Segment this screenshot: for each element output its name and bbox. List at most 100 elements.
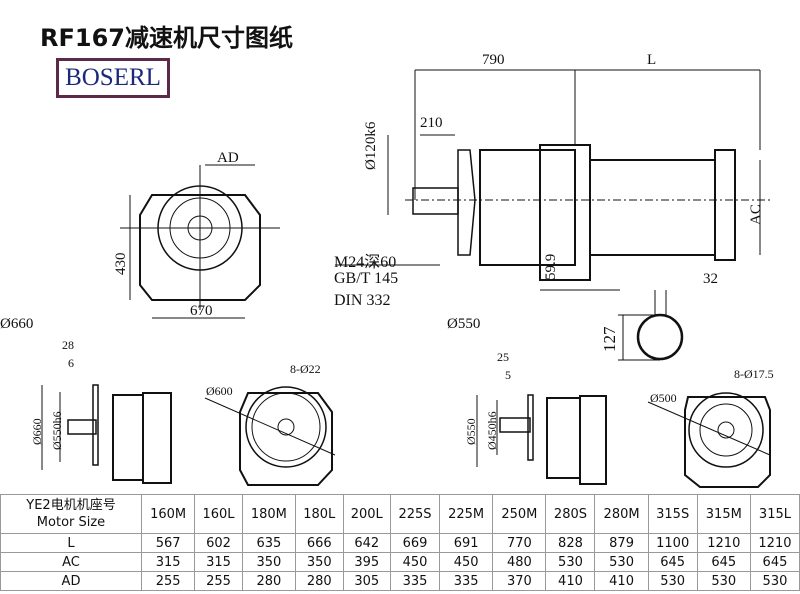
dim-L: L <box>647 52 657 68</box>
note-m24: M24深60 <box>334 254 397 271</box>
dim-25: 25 <box>497 350 509 364</box>
label-660: Ø660 <box>0 316 34 332</box>
value-cell: 1210 <box>749 533 800 553</box>
header-motor-size: YE2电机机座号 Motor Size <box>0 494 142 534</box>
size-cell: 315L <box>749 494 800 534</box>
value-cell: 315 <box>140 552 196 572</box>
size-cell: 315S <box>647 494 698 534</box>
dim-550h6: Ø550h6 <box>50 411 64 450</box>
shaft-key-section <box>618 290 684 361</box>
size-cell: 160L <box>194 494 243 534</box>
header-en: Motor Size <box>36 515 106 530</box>
value-cell: 642 <box>342 533 392 553</box>
dim-8-17-5: 8-Ø17.5 <box>734 367 774 381</box>
size-cell: 180M <box>241 494 296 534</box>
dim-8-22: 8-Ø22 <box>290 362 321 376</box>
side-view-main <box>335 69 770 291</box>
dim-660: Ø660 <box>30 418 44 445</box>
dim-500: Ø500 <box>650 391 677 405</box>
size-cell: 280M <box>594 494 649 534</box>
size-cell: 160M <box>140 494 196 534</box>
value-cell: 255 <box>140 571 196 591</box>
value-cell: 480 <box>492 552 547 572</box>
table-header-row: YE2电机机座号 Motor Size 160M 160L 180M 180L 2… <box>0 494 800 534</box>
value-cell: 335 <box>390 571 440 591</box>
value-cell: 645 <box>696 552 751 572</box>
row-label: AC <box>0 552 142 572</box>
dim-670: 670 <box>190 303 213 319</box>
value-cell: 602 <box>194 533 243 553</box>
value-cell: 530 <box>749 571 800 591</box>
flange-front-view-500 <box>647 392 771 488</box>
dim-59-9: 59.9 <box>543 253 559 280</box>
size-cell: 200L <box>342 494 392 534</box>
dim-550: Ø550 <box>464 418 478 445</box>
value-cell: 567 <box>140 533 196 553</box>
front-view-main <box>120 164 280 319</box>
size-cell: 225M <box>438 494 494 534</box>
value-cell: 280 <box>241 571 296 591</box>
dim-127: 127 <box>600 326 619 353</box>
value-cell: 1100 <box>647 533 698 553</box>
value-cell: 370 <box>492 571 547 591</box>
dim-5: 5 <box>505 368 511 382</box>
value-cell: 350 <box>241 552 296 572</box>
flange-front-view-600 <box>204 386 336 486</box>
note-din: DIN 332 <box>334 292 391 309</box>
value-cell: 1210 <box>696 533 751 553</box>
brand-logo: BOSERL <box>56 58 170 98</box>
value-cell: 280 <box>294 571 344 591</box>
value-cell: 255 <box>194 571 243 591</box>
value-cell: 691 <box>438 533 494 553</box>
size-cell: 280S <box>545 494 596 534</box>
row-label: L <box>0 533 142 553</box>
dim-AC: AC <box>748 204 764 225</box>
size-cell: 180L <box>294 494 344 534</box>
dim-shaft-dia: Ø120k6 <box>363 121 379 170</box>
dim-430: 430 <box>113 252 129 276</box>
value-cell: 335 <box>438 571 494 591</box>
value-cell: 879 <box>594 533 649 553</box>
page-title: RF167减速机尺寸图纸 <box>40 24 293 52</box>
dim-6: 6 <box>68 356 74 370</box>
value-cell: 645 <box>749 552 800 572</box>
flange-side-view-550 <box>476 394 607 485</box>
value-cell: 350 <box>294 552 344 572</box>
value-cell: 410 <box>594 571 649 591</box>
value-cell: 530 <box>647 571 698 591</box>
size-cell: 225S <box>390 494 440 534</box>
value-cell: 645 <box>647 552 698 572</box>
dim-28: 28 <box>62 338 74 352</box>
row-label: AD <box>0 571 142 591</box>
dim-32: 32 <box>703 271 718 287</box>
value-cell: 530 <box>696 571 751 591</box>
value-cell: 315 <box>194 552 243 572</box>
value-cell: 450 <box>390 552 440 572</box>
motor-size-table: YE2电机机座号 Motor Size 160M 160L 180M 180L 2… <box>0 494 800 591</box>
value-cell: 828 <box>545 533 596 553</box>
value-cell: 450 <box>438 552 494 572</box>
label-550: Ø550 <box>447 316 481 332</box>
dim-790: 790 <box>482 52 505 68</box>
size-cell: 315M <box>696 494 751 534</box>
dim-450h6: Ø450h6 <box>485 411 499 450</box>
value-cell: 530 <box>545 552 596 572</box>
value-cell: 770 <box>492 533 547 553</box>
value-cell: 635 <box>241 533 296 553</box>
technical-drawing <box>41 69 771 488</box>
dim-600: Ø600 <box>206 384 233 398</box>
note-gb: GB/T 145 <box>334 270 399 287</box>
value-cell: 669 <box>390 533 440 553</box>
flange-side-view-660 <box>41 384 172 484</box>
dim-AD: AD <box>217 150 239 166</box>
header-cn: YE2电机机座号 <box>26 498 116 513</box>
value-cell: 305 <box>342 571 392 591</box>
value-cell: 395 <box>342 552 392 572</box>
size-cell: 250M <box>492 494 547 534</box>
value-cell: 530 <box>594 552 649 572</box>
value-cell: 666 <box>294 533 344 553</box>
